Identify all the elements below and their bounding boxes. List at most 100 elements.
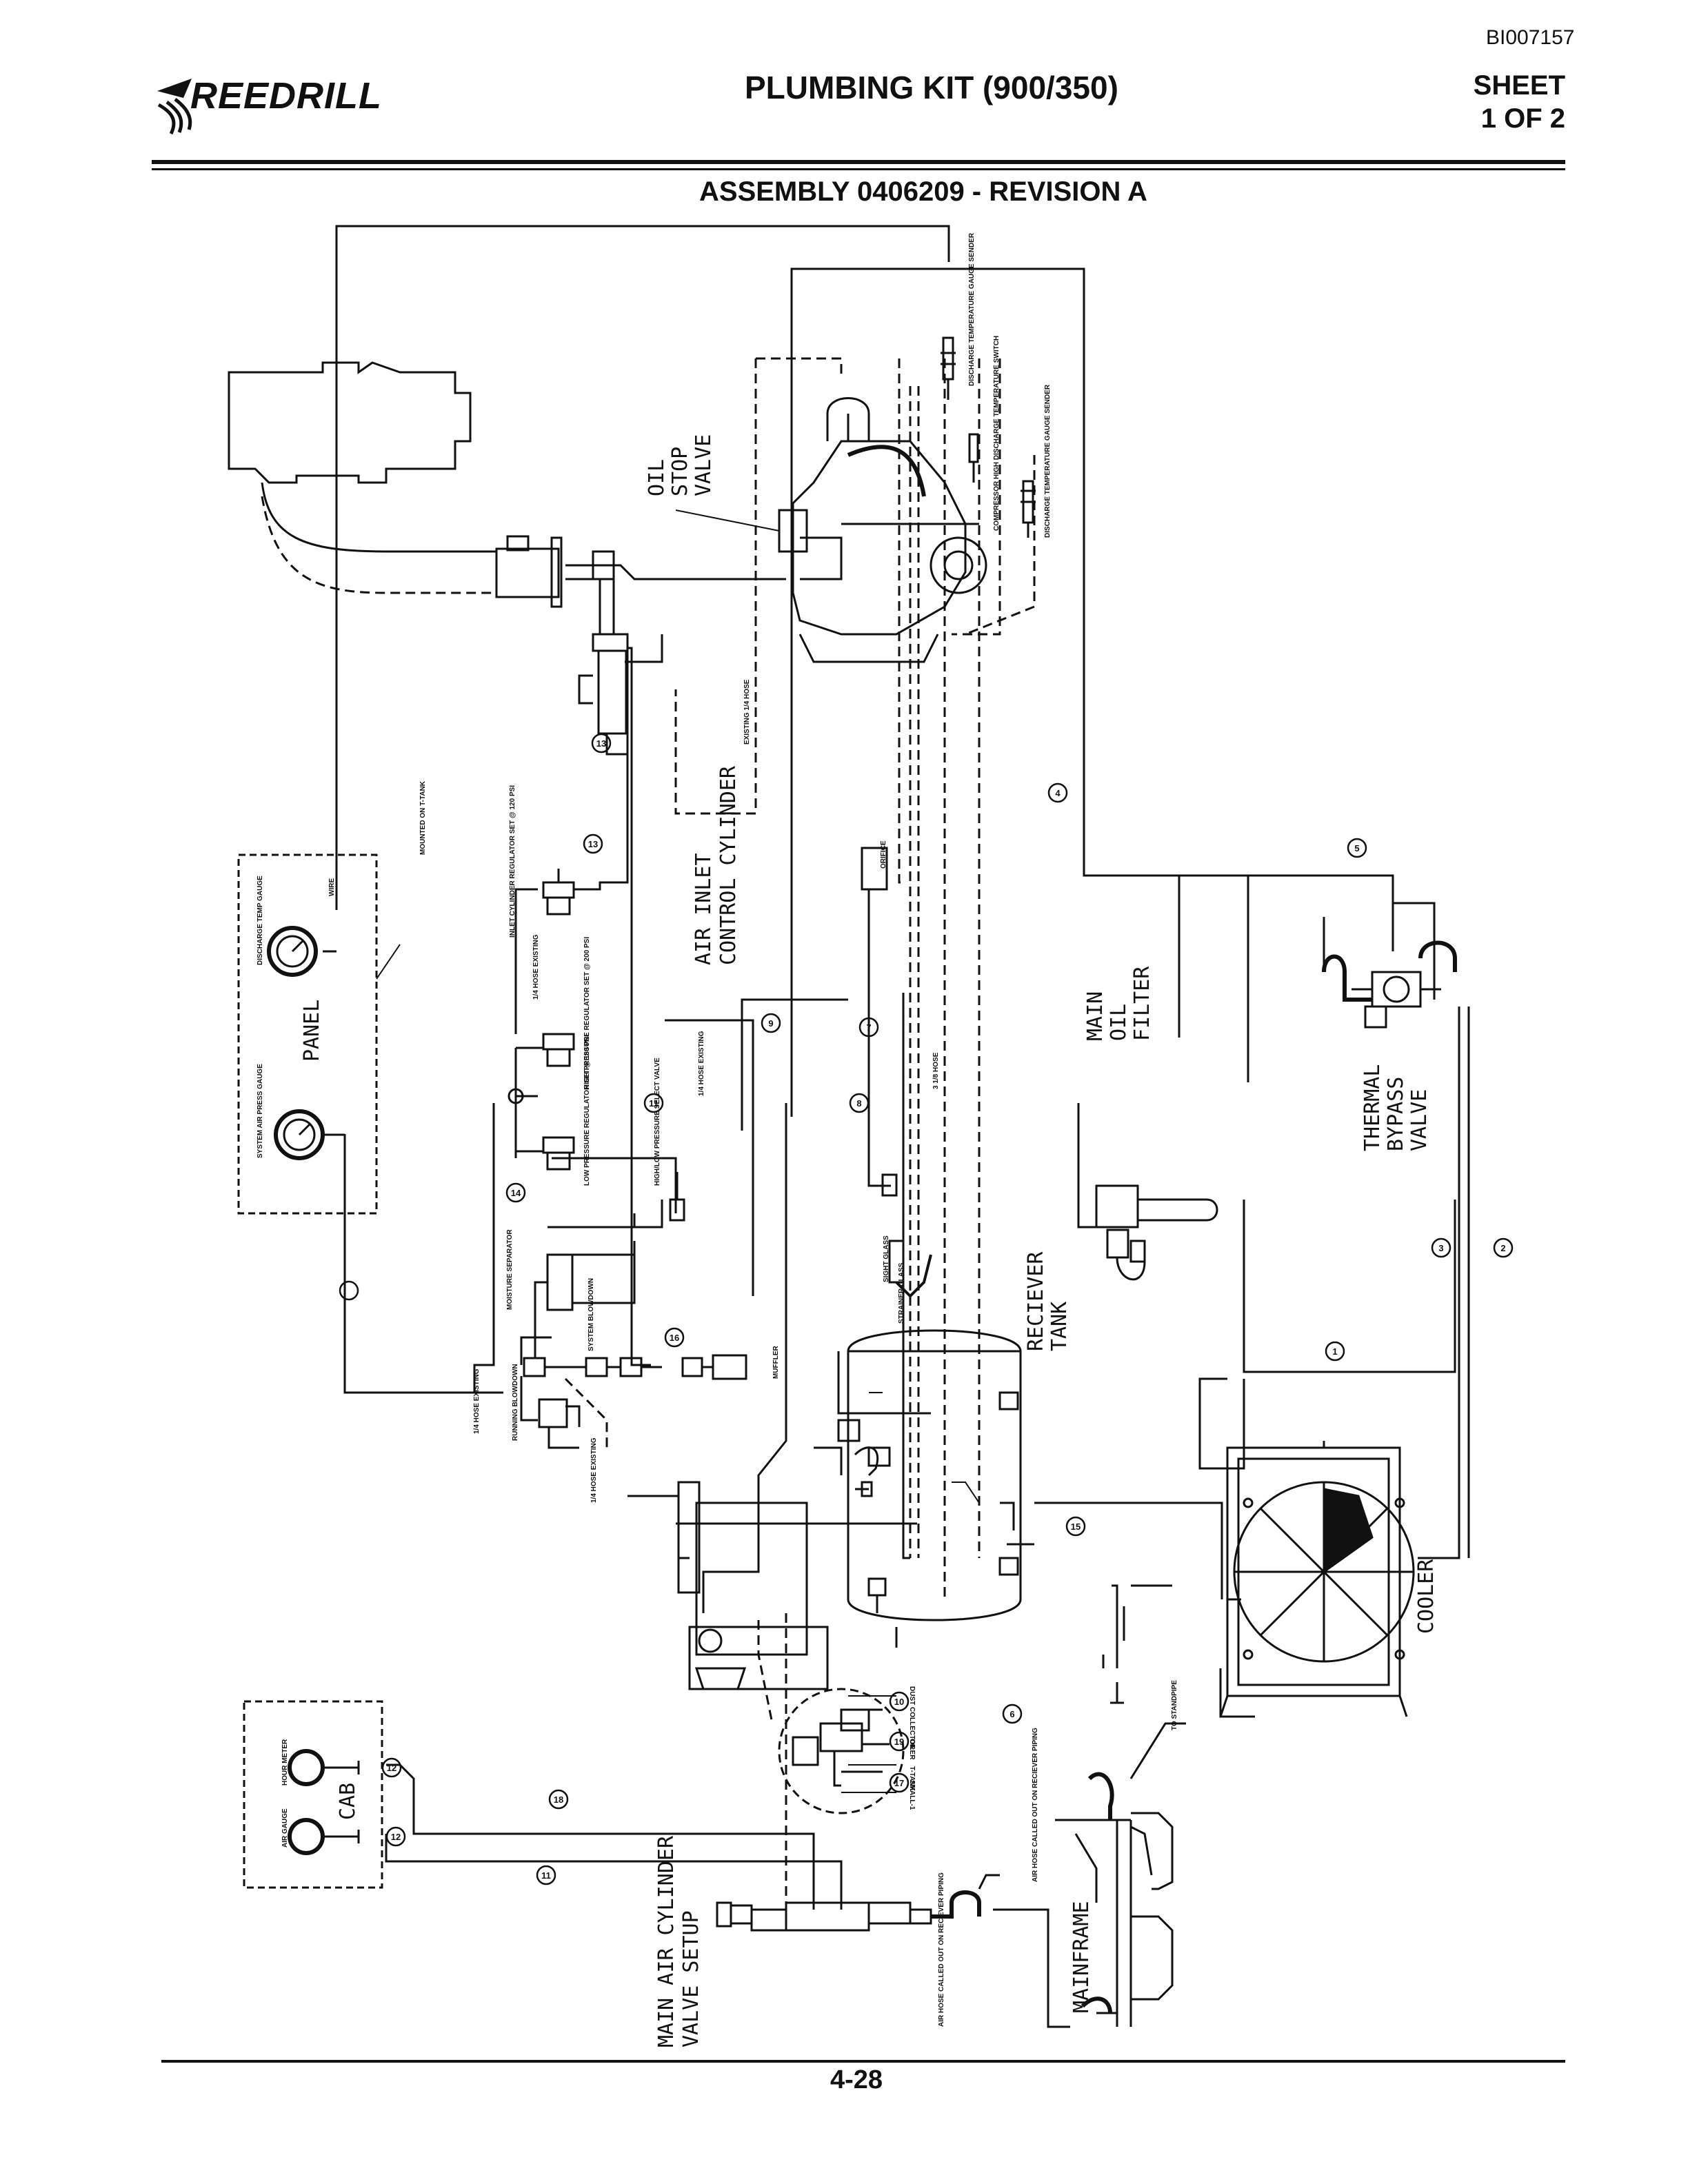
header-rule [152,160,1565,164]
note-quarter-hose-2: 1/4 HOSE EXISTING [698,1031,705,1096]
note-wire: WIRE [328,878,336,896]
note-muffler: MUFFLER [772,1345,780,1379]
callout-15: 15 [1071,1521,1081,1532]
label-mainframe: MAINFRAME [1069,1901,1094,2013]
header-rule-thin [152,168,1565,170]
plumbing-diagram: OIL STOP VALVE AIR INLET CONTROL CYLINDE… [228,225,1514,2048]
temperature-senders [941,336,1036,538]
dust-collector-detail [778,1688,905,1814]
note-strainer-glass: STRAINER GLASS [898,1262,905,1324]
note-inlet-regulator: INLET CYLINDER REGULATOR SET @ 120 PSI [509,785,516,938]
callout-11b: 11 [541,1870,551,1881]
assembly-heading: ASSEMBLY 0406209 - REVISION A [699,176,1147,207]
label-oil-stop: OIL STOP VALVE [645,434,716,496]
reedrill-logo: REEDRILL [150,70,381,139]
callout-12b: 12 [391,1832,401,1842]
note-quarter-hose-3: 1/4 HOSE EXISTING [473,1368,481,1434]
note-discharge-temp-sender-2: DISCHARGE TEMPERATURE GAUGE SENDER [1044,384,1052,538]
callout-10: 10 [894,1697,904,1707]
callout-markers [339,733,1514,1885]
page-title: PLUMBING KIT (900/350) [745,70,1118,105]
note-high-low-select: HIGH/LOW PRESSURE SELECT VALVE [654,1058,661,1186]
note-air-gauge: AIR GAUGE [281,1808,289,1848]
pipe-routes [335,225,1470,2028]
note-sight-glass: SIGHT GLASS [883,1235,890,1282]
callout-16: 16 [670,1333,679,1343]
note-moisture-separator: MOISTURE SEPARATOR [506,1229,514,1310]
callout-5: 5 [1354,843,1359,853]
label-panel: PANEL [300,1000,324,1062]
label-cab: CAB [336,1783,360,1820]
main-oil-filter [1095,1184,1218,1281]
callout-19: 19 [894,1737,904,1747]
moisture-separator [520,1241,747,1449]
note-oiler: OILER [908,1739,916,1760]
label-receiver-tank: RECIEVER TANK [1024,1239,1072,1351]
note-to-standpipe: TO STANDPIPE [1171,1680,1178,1730]
note-air-hose-called-out-2: AIR HOSE CALLED OUT ON RECIEVER PIPING [938,1872,945,2027]
callout-3: 3 [1438,1243,1443,1253]
thermal-bypass-valve [1322,917,1457,1029]
engine-block [228,361,563,608]
label-cooler: COOLER [1414,1559,1438,1634]
note-air-hose-called-out-1: AIR HOSE CALLED OUT ON RECIEVER PIPING [1032,1728,1039,1882]
note-orifice: ORIFICE [880,840,887,869]
label-air-inlet: AIR INLET CONTROL CYLINDER [692,765,741,965]
note-discharge-temp-gauge: DISCHARGE TEMP GAUGE [257,876,264,965]
callout-8: 8 [856,1098,861,1109]
sheet-number: SHEET 1 OF 2 [1462,69,1565,135]
sheet-count: 1 OF 2 [1480,103,1565,134]
pressure-regulators [508,634,685,1222]
label-main-oil-filter: MAIN OIL FILTER [1083,966,1154,1041]
main-air-cylinder-valve [716,1874,1000,1932]
callout-18: 18 [554,1794,563,1805]
receiver-tank [814,1329,1022,1621]
callout-6: 6 [1009,1709,1014,1719]
mainframe-piping [1081,1682,1186,2027]
callout-13b: 13 [588,839,598,849]
note-existing-quarter-hose: EXISTING 1/4 HOSE [743,679,751,745]
cooler [1219,1441,1415,1718]
note-quarter-hose-1: 1/4 HOSE EXISTING [532,934,540,1000]
gauge-panel [237,853,401,1215]
note-mounted-on-tank: MOUNTED ON T-TANK [419,780,427,855]
note-high-pressure-regulator: HIGH PRESSURE REGULATOR SET @ 200 PSI [583,937,591,1089]
callout-9: 9 [768,1018,773,1029]
note-quarter-hose-4: 1/4 HOSE EXISTING [590,1437,598,1503]
label-main-air-cylinder: MAIN AIR CYLINDER VALVE SETUP [654,1823,703,2048]
document-id: BI007157 [1486,26,1575,49]
note-low-pressure-regulator: LOW PRESSURE REGULATOR SET @ 180 PSI [583,1034,591,1186]
callout-14: 14 [511,1188,521,1198]
callout-17: 17 [894,1778,904,1788]
sheet-label: SHEET [1473,70,1565,101]
callout-1: 1 [1332,1346,1337,1357]
callout-4: 4 [1055,788,1061,798]
orifice-and-strainer [861,847,932,1298]
logo-text: REEDRILL [190,75,382,117]
note-small-1: SMALL-1 [908,1780,916,1810]
callout-7: 7 [866,1022,871,1033]
note-discharge-temp-sender: DISCHARGE TEMPERATURE GAUGE SENDER [968,232,976,386]
page-number: 4-28 [830,2065,883,2094]
note-three-eighth-hose: 3 1/8 HOSE [932,1052,940,1089]
compressor [565,397,987,663]
callout-13a: 13 [596,738,606,749]
callout-2: 2 [1500,1243,1505,1253]
note-high-temp-switch: COMPRESSOR HIGH DISCHARGE TEMPERATURE SW… [993,336,1001,531]
note-running-blowdown: RUNNING BLOWDOWN [512,1364,519,1441]
note-hour-meter: HOUR METER [281,1739,289,1786]
air-inlet-control-cylinder [578,633,663,756]
note-system-blowdown: SYSTEM BLOWDOWN [587,1278,595,1351]
dashed-lines [564,357,1036,1910]
drill-bit-icon [157,79,192,135]
note-dust-collector: DUST COLLECTOR [908,1686,916,1750]
label-thermal-bypass: THERMAL BYPASS VALVE [1360,1052,1431,1152]
leader-lines [675,509,980,1793]
note-system-air-gauge: SYSTEM AIR PRESS GAUGE [257,1064,264,1158]
note-t-tank: T-TANK [908,1766,916,1792]
callout-11a: 11 [649,1098,659,1109]
cab-panel [243,1700,383,1889]
t-tank-assembly [627,1481,829,1690]
footer-rule [161,2060,1565,2063]
callout-12a: 12 [387,1763,396,1773]
